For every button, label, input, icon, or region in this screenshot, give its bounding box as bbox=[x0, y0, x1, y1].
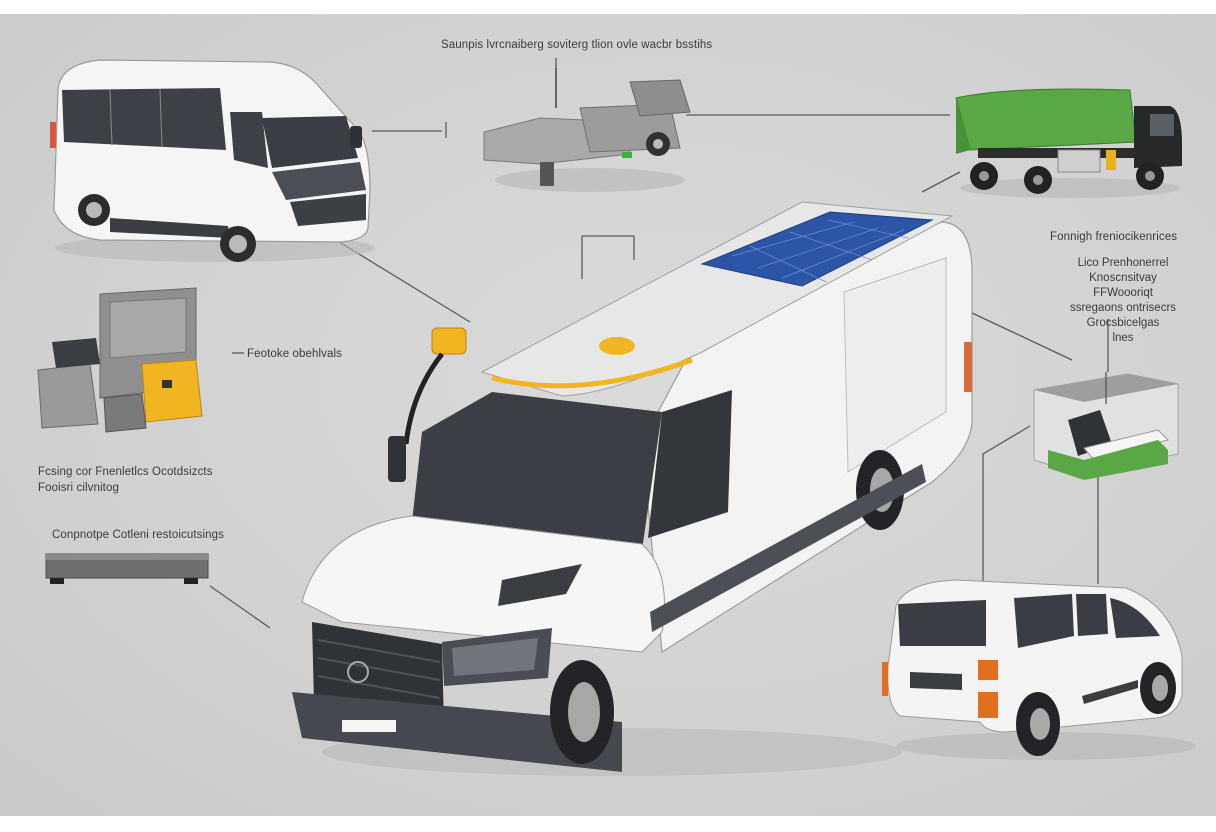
label-right-stack-line: Lico Prenhonerrel bbox=[1077, 257, 1169, 269]
main-van-illustration bbox=[292, 201, 973, 776]
diagram-canvas: Saunpis lvrcnaiberg soviterg tlion ovle … bbox=[0, 14, 1216, 816]
label-right-stack-line: FFWoooriqt bbox=[1093, 287, 1153, 299]
label-top-center: Saunpis lvrcnaiberg soviterg tlion ovle … bbox=[441, 39, 713, 51]
label-right-top: Fonnigh freniocikenrices bbox=[1050, 231, 1178, 243]
battery-tray-illustration bbox=[45, 553, 209, 584]
label-left-lower-line2: Fooisri cilvnitog bbox=[38, 482, 119, 494]
green-truck-illustration bbox=[955, 88, 1182, 198]
label-right-stack-line: Grocsbicelgas bbox=[1086, 317, 1160, 329]
seat-module-illustration bbox=[1033, 372, 1179, 480]
label-left-bottom: Conpnotpe Cotleni restoicutsings bbox=[52, 529, 224, 541]
label-right-stack-line: ssregaons ontrisecrs bbox=[1069, 302, 1177, 314]
label-left-middle: Feotoke obehlvals bbox=[247, 348, 343, 360]
chassis-module-illustration bbox=[483, 68, 691, 192]
label-right-stack-line: lnes bbox=[1112, 332, 1134, 344]
mpv-illustration bbox=[882, 579, 1196, 760]
label-right-stack-line: Knoscnsitvay bbox=[1089, 272, 1157, 284]
battery-cabinet-illustration bbox=[37, 287, 203, 433]
minibus-illustration bbox=[50, 59, 375, 262]
label-left-lower-line1: Fcsing cor Fnenletlcs Ocotdsizcts bbox=[38, 466, 213, 478]
label-right-stack: Lico Prenhonerrel Knoscnsitvay FFWoooriq… bbox=[1058, 256, 1188, 346]
